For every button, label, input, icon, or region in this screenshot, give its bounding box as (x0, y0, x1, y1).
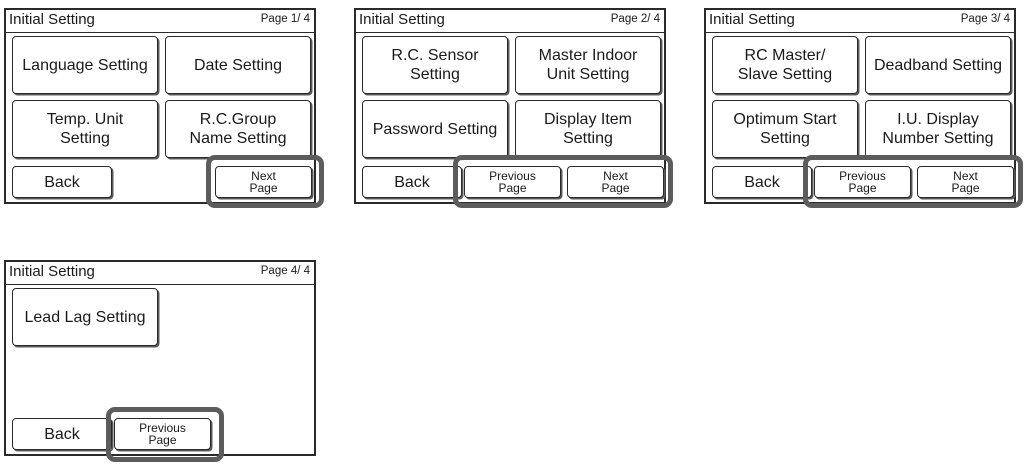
screen-page-2: Initial Setting Page 2/ 4 R.C. Sensor Se… (354, 8, 666, 204)
date-setting-button[interactable]: Date Setting (165, 36, 311, 94)
screen-page-4: Initial Setting Page 4/ 4 Lead Lag Setti… (4, 260, 316, 456)
screen-page-1: Initial Setting Page 1/ 4 Language Setti… (4, 8, 316, 204)
temp-unit-setting-button[interactable]: Temp. Unit Setting (12, 100, 158, 158)
back-button[interactable]: Back (12, 418, 112, 450)
page-indicator: Page 2/ 4 (610, 13, 660, 25)
back-button[interactable]: Back (362, 166, 462, 198)
lead-lag-setting-button[interactable]: Lead Lag Setting (12, 288, 158, 346)
screen-title: Initial Setting (709, 11, 795, 28)
previous-page-button[interactable]: Previous Page (464, 166, 561, 198)
page-indicator: Page 1/ 4 (260, 13, 310, 25)
screen-header: Initial Setting Page 2/ 4 (356, 10, 664, 33)
screen-title: Initial Setting (9, 11, 95, 28)
screen-page-3: Initial Setting Page 3/ 4 RC Master/ Sla… (704, 8, 1016, 204)
master-indoor-unit-setting-button[interactable]: Master Indoor Unit Setting (515, 36, 661, 94)
rc-master-slave-setting-button[interactable]: RC Master/ Slave Setting (712, 36, 858, 94)
screen-header: Initial Setting Page 4/ 4 (6, 262, 314, 285)
password-setting-button[interactable]: Password Setting (362, 100, 508, 158)
back-button[interactable]: Back (12, 166, 112, 198)
optimum-start-setting-button[interactable]: Optimum Start Setting (712, 100, 858, 158)
screen-header: Initial Setting Page 1/ 4 (6, 10, 314, 33)
rc-sensor-setting-button[interactable]: R.C. Sensor Setting (362, 36, 508, 94)
previous-page-button[interactable]: Previous Page (814, 166, 911, 198)
rc-group-name-setting-button[interactable]: R.C.Group Name Setting (165, 100, 311, 158)
next-page-button[interactable]: Next Page (567, 166, 664, 198)
screen-title: Initial Setting (9, 263, 95, 280)
back-button[interactable]: Back (712, 166, 812, 198)
screen-title: Initial Setting (359, 11, 445, 28)
previous-page-button[interactable]: Previous Page (114, 418, 211, 450)
next-page-button[interactable]: Next Page (215, 166, 312, 198)
deadband-setting-button[interactable]: Deadband Setting (865, 36, 1011, 94)
page-indicator: Page 3/ 4 (960, 13, 1010, 25)
iu-display-number-setting-button[interactable]: I.U. Display Number Setting (865, 100, 1011, 158)
display-item-setting-button[interactable]: Display Item Setting (515, 100, 661, 158)
language-setting-button[interactable]: Language Setting (12, 36, 158, 94)
next-page-button[interactable]: Next Page (917, 166, 1014, 198)
page-indicator: Page 4/ 4 (260, 265, 310, 277)
screen-header: Initial Setting Page 3/ 4 (706, 10, 1014, 33)
